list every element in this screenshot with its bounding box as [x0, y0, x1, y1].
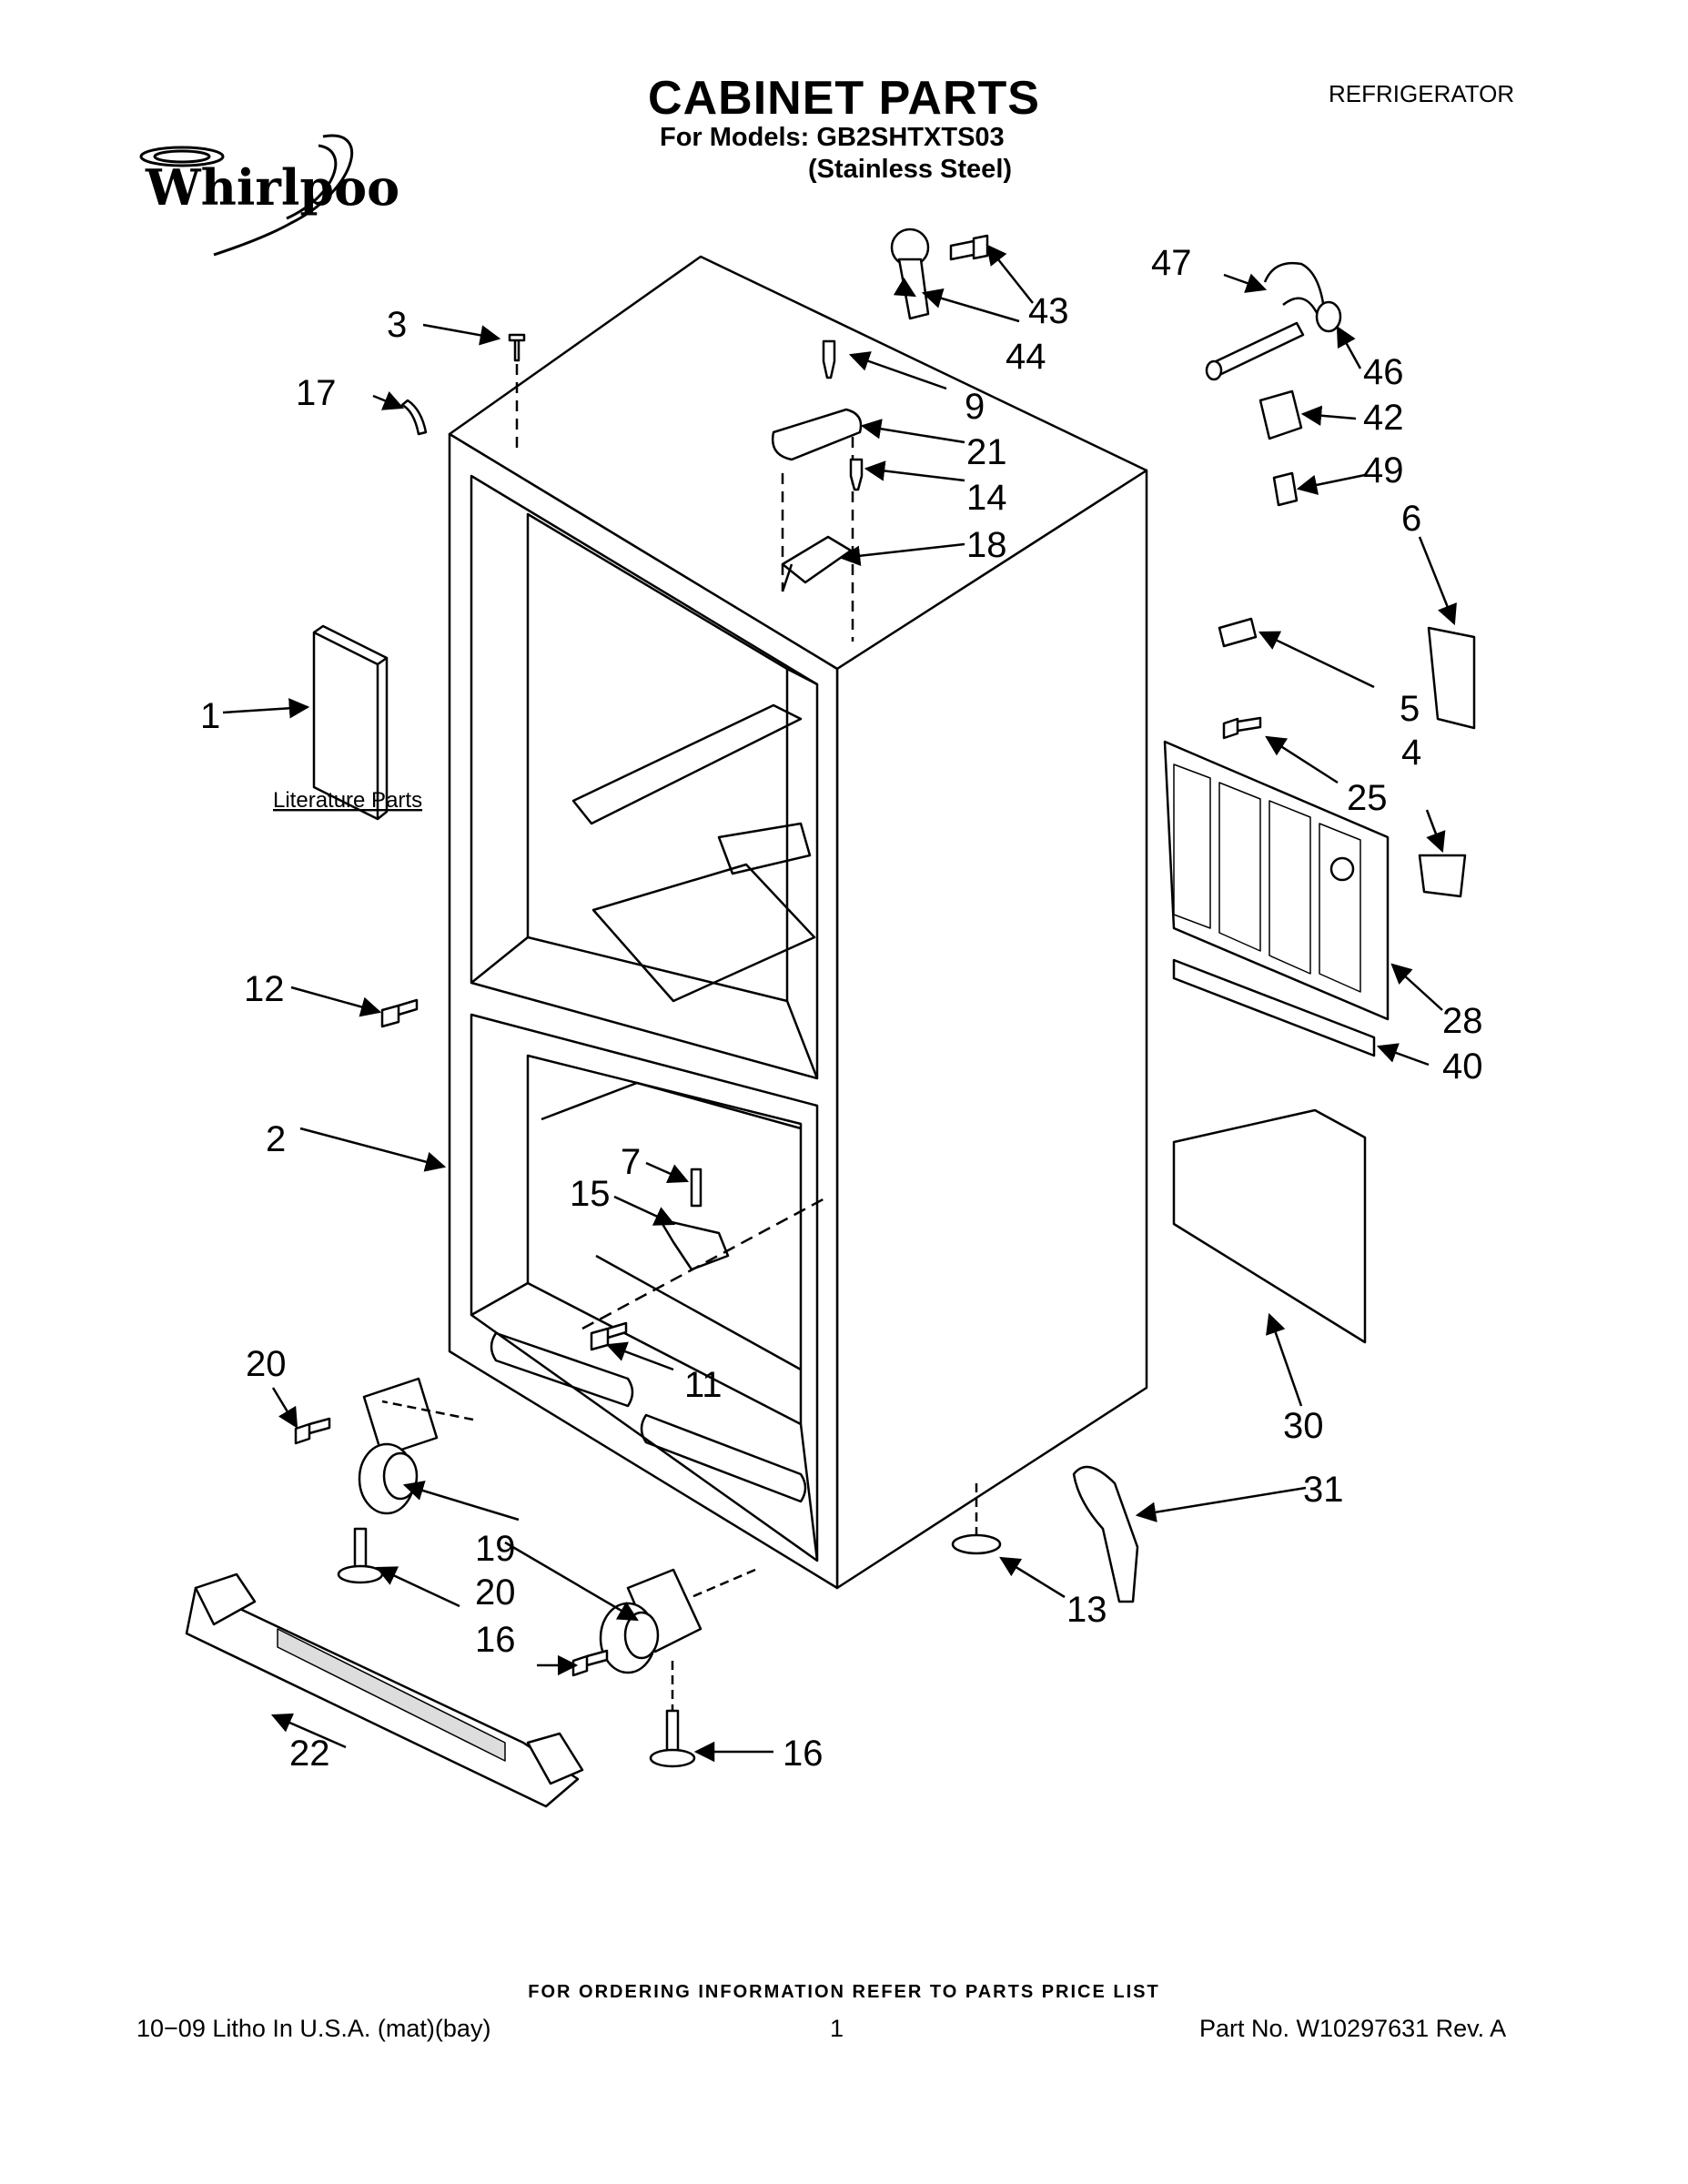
callout-numbers: 1 2 3 4 5 6 7 9 11 12 13 14 15 16 16 17 … [200, 243, 1483, 1774]
litho-info: 10−09 Litho In U.S.A. (mat)(bay) [136, 2015, 491, 2042]
callout-15: 15 [570, 1174, 611, 1214]
page-number: 1 [830, 2015, 844, 2042]
callout-28: 28 [1442, 1001, 1483, 1041]
callout-5: 5 [1400, 689, 1420, 729]
callout-4: 4 [1401, 733, 1421, 773]
callout-17: 17 [296, 373, 337, 413]
callout-42: 42 [1363, 398, 1404, 438]
callout-2: 2 [266, 1119, 286, 1159]
toe-grille-panel [1163, 740, 1390, 1344]
callout-21: 21 [966, 432, 1007, 472]
callout-47: 47 [1151, 243, 1192, 283]
callout-19: 19 [475, 1529, 516, 1569]
whirlpool-logo: Whirlpool [139, 134, 400, 257]
callout-30: 30 [1283, 1406, 1324, 1446]
callout-46: 46 [1363, 352, 1404, 392]
rollers-and-levelers [294, 998, 1002, 1768]
water-line-47-46 [1205, 261, 1342, 507]
page-title: CABINET PARTS [648, 72, 1040, 125]
callout-7: 7 [621, 1142, 641, 1182]
cabinet-shell [448, 255, 1148, 1590]
wrench-tool [1072, 1465, 1139, 1603]
callout-43: 43 [1028, 291, 1069, 331]
ordering-note: FOR ORDERING INFORMATION REFER TO PARTS … [528, 1982, 1160, 2002]
callout-25: 25 [1347, 778, 1388, 818]
part-number: Part No. W10297631 Rev. A [1199, 2015, 1507, 2042]
callout-31: 31 [1303, 1470, 1344, 1510]
callout-16-right: 16 [783, 1734, 824, 1774]
callout-18: 18 [966, 525, 1007, 565]
callout-13: 13 [1066, 1590, 1107, 1630]
callout-14: 14 [966, 478, 1007, 518]
callout-44: 44 [1006, 337, 1046, 377]
side-brackets [1218, 617, 1476, 898]
model-number: For Models: GB2SHTXTS03 [660, 123, 1005, 152]
base-grille [185, 1572, 584, 1808]
callout-1: 1 [200, 696, 220, 736]
cable-guide-43-44 [890, 228, 989, 320]
callout-9: 9 [965, 387, 985, 427]
logo-wordmark: Whirlpool [145, 158, 400, 217]
leader-lines [222, 244, 1457, 1763]
callout-6: 6 [1401, 499, 1421, 539]
finish-label: (Stainless Steel) [808, 155, 1013, 184]
callout-20-right: 20 [475, 1572, 516, 1613]
literature-parts-label: Literature Parts [273, 788, 422, 813]
callout-22: 22 [289, 1734, 330, 1774]
callout-12: 12 [244, 969, 285, 1009]
callout-20-left: 20 [246, 1344, 287, 1384]
top-hinge-assembly [400, 333, 864, 642]
callout-11: 11 [684, 1365, 723, 1405]
category-label: REFRIGERATOR [1329, 80, 1515, 107]
literature-book [312, 624, 389, 821]
callout-49: 49 [1363, 450, 1404, 490]
callout-16-left: 16 [475, 1620, 516, 1660]
callout-40: 40 [1442, 1046, 1483, 1087]
callout-3: 3 [387, 305, 407, 345]
